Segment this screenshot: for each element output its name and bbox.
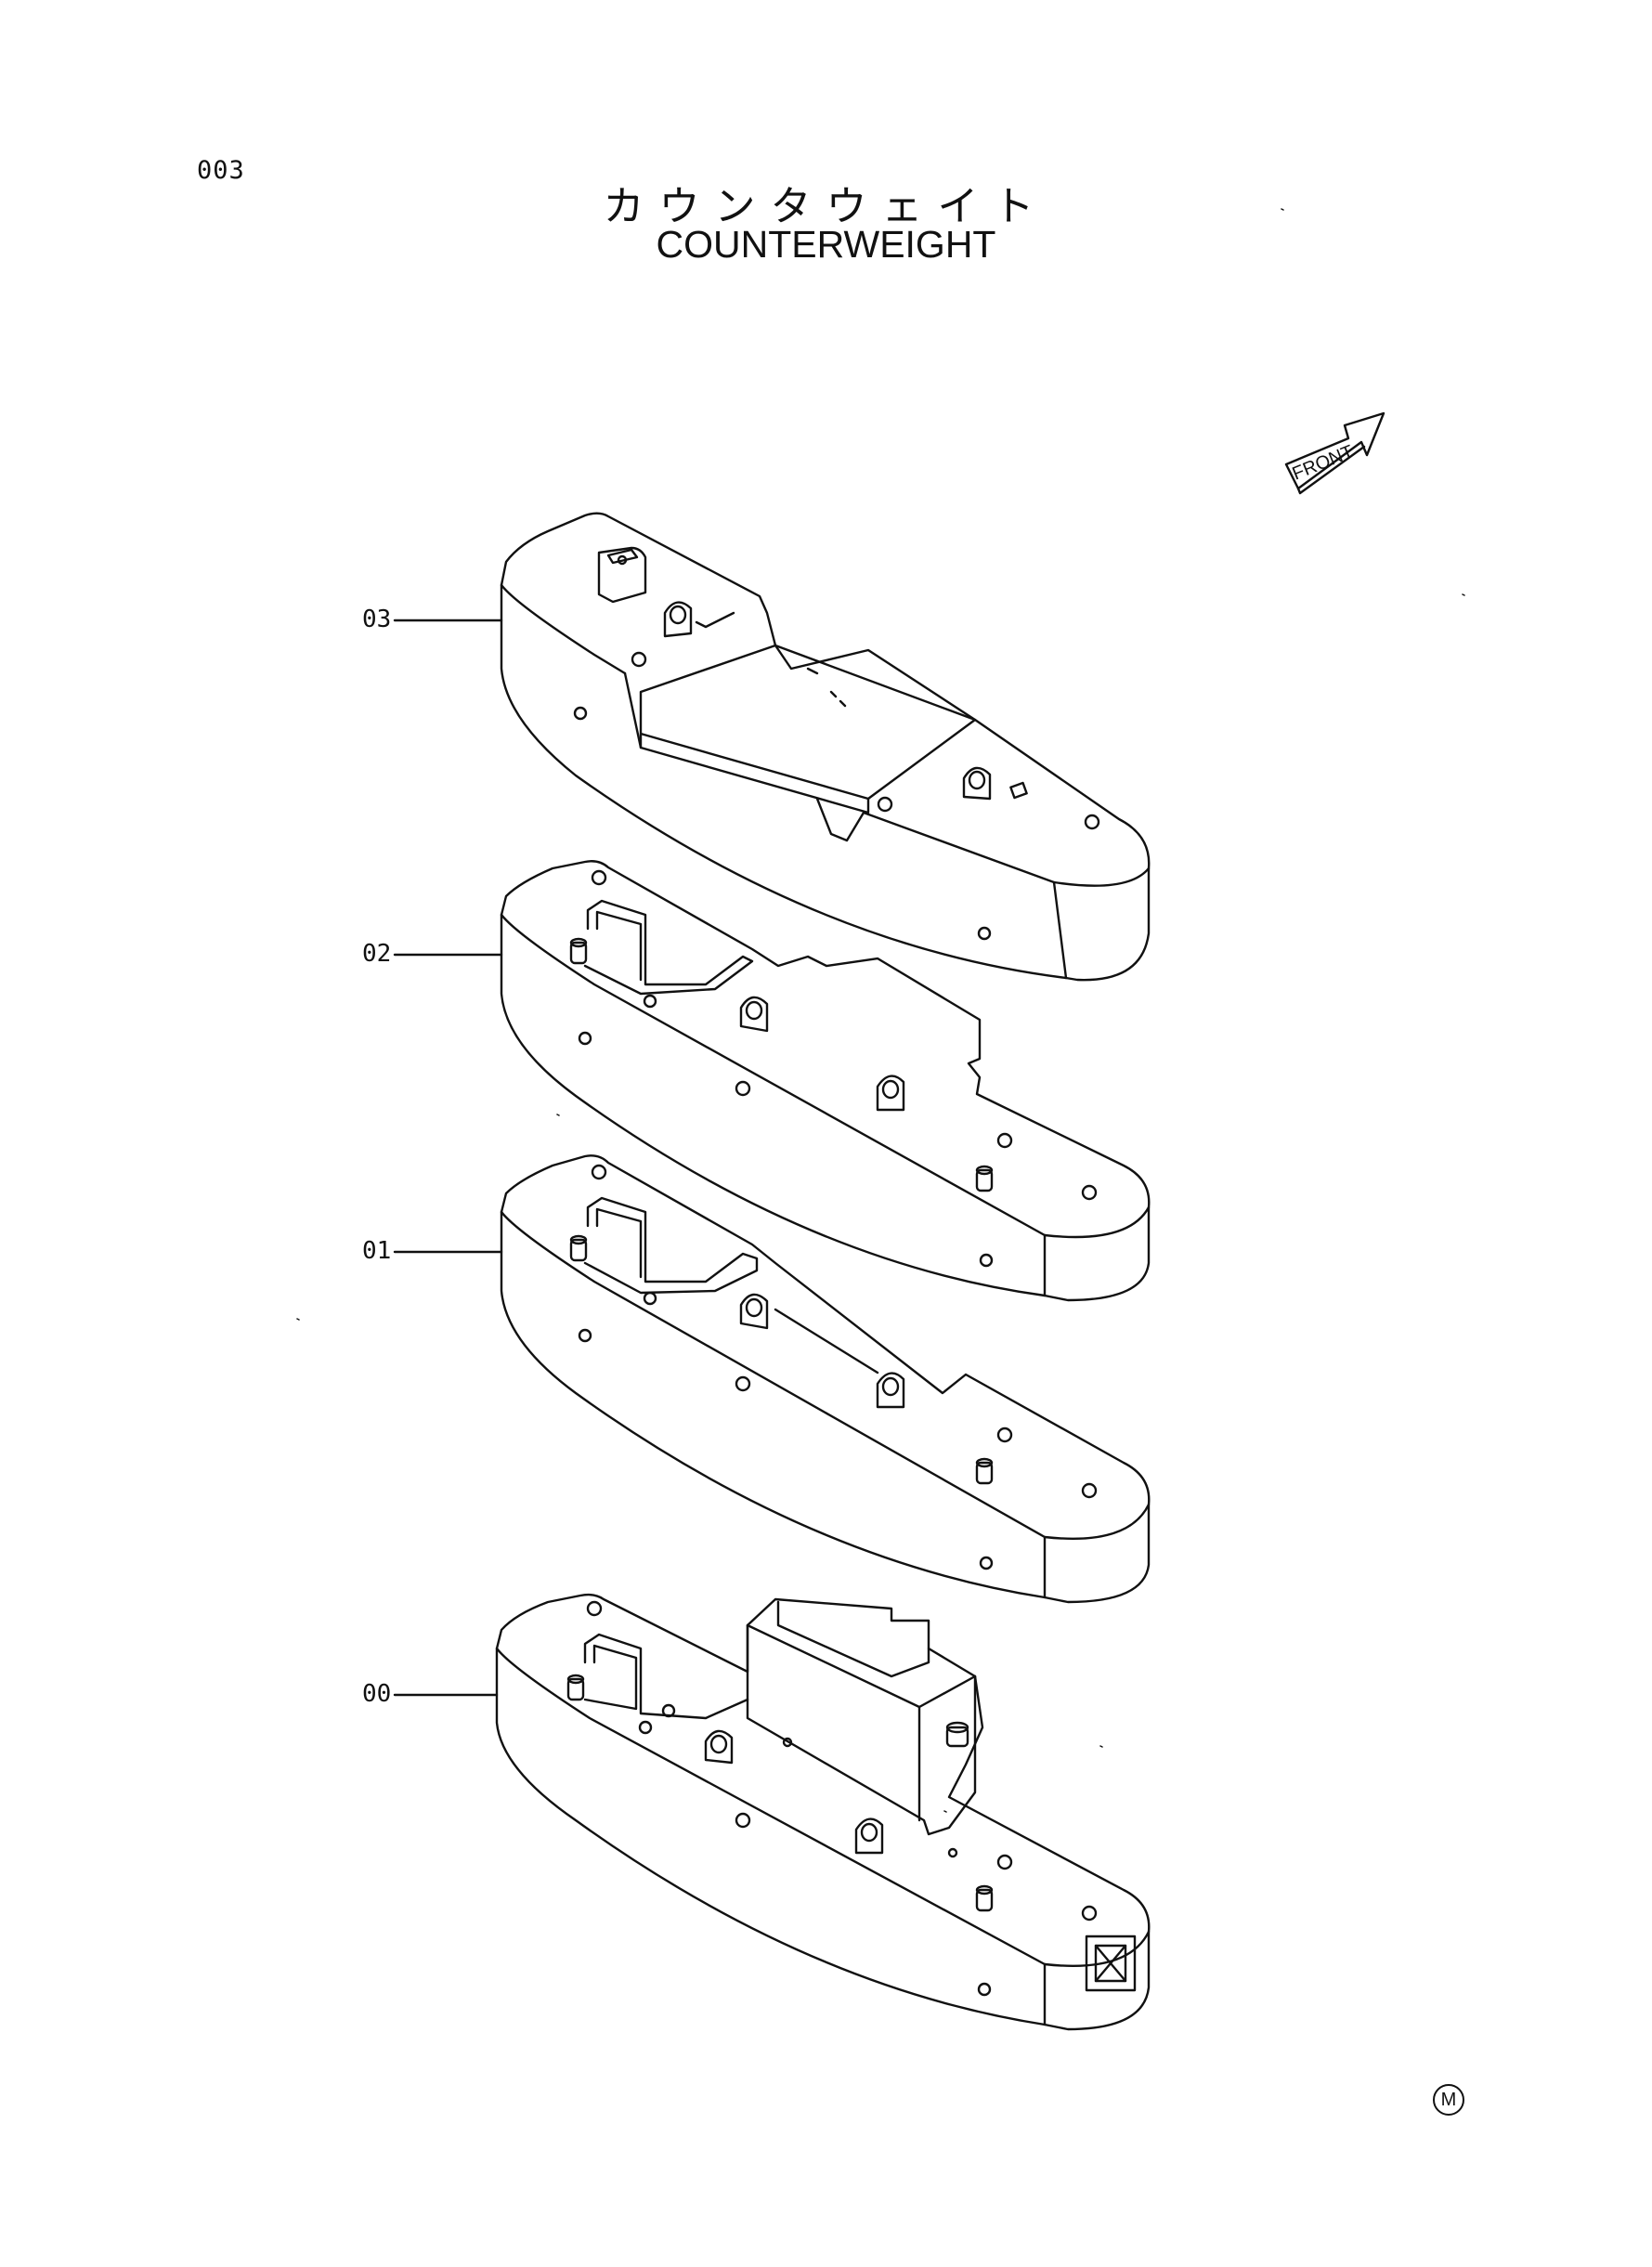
counterweight-part-02	[500, 860, 1151, 1302]
counterweight-part-00	[495, 1593, 1151, 2031]
callout-label-00: 00	[362, 1680, 392, 1708]
callout-label-01: 01	[362, 1237, 392, 1265]
counterweight-part-03	[500, 512, 1151, 982]
front-arrow-icon: FRONT	[1284, 411, 1385, 495]
callout-label-03: 03	[362, 606, 392, 633]
print-specks	[296, 208, 1465, 1813]
page-number: 003	[197, 156, 245, 185]
title-japanese: カウンタウェイト	[603, 183, 1049, 230]
callout-label-02: 02	[362, 940, 392, 968]
title-english: COUNTERWEIGHT	[656, 223, 996, 266]
corner-m-mark: M	[1433, 2084, 1464, 2116]
counterweight-part-01	[500, 1154, 1151, 1604]
